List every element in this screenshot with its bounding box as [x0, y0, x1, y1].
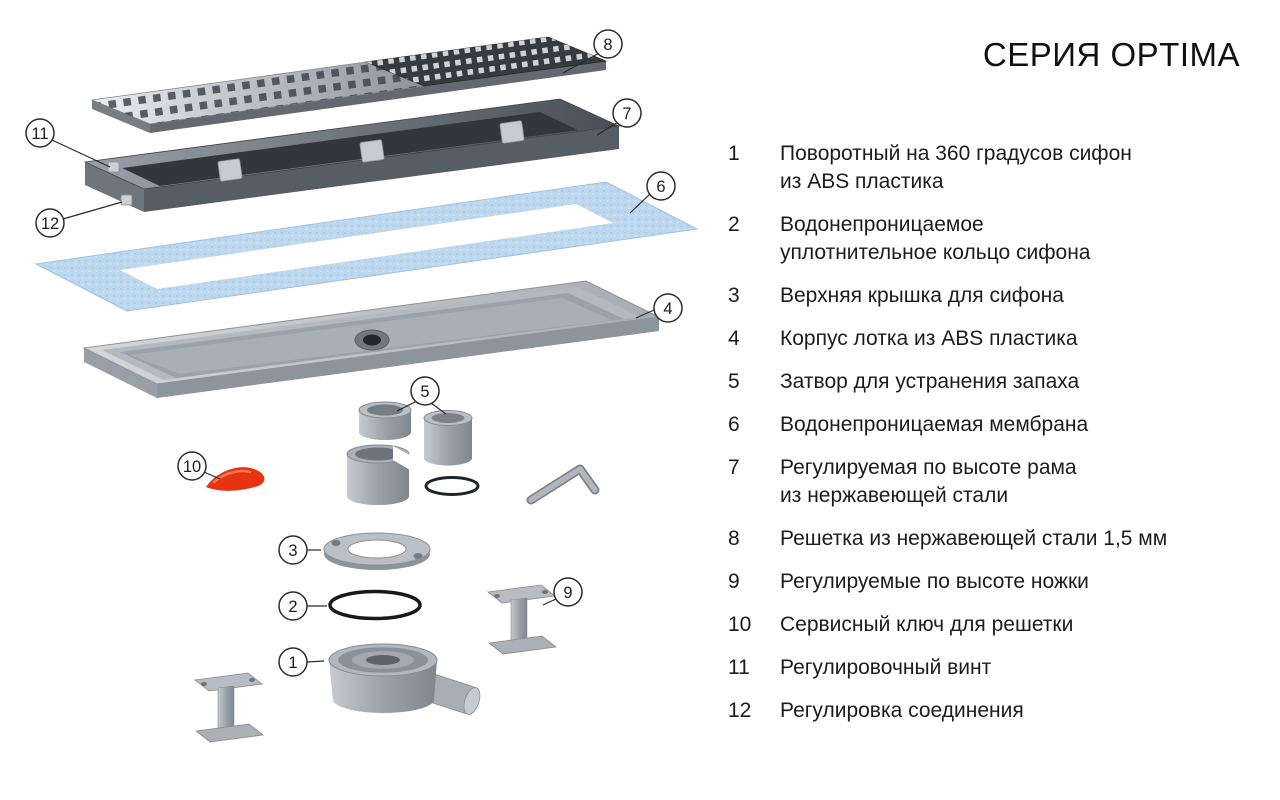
- legend-item: 11 Регулировочный винт: [728, 654, 1240, 682]
- allen-key: [526, 464, 600, 505]
- callout-4: 4: [653, 293, 683, 323]
- legend-item-text: Верхняя крышка для сифона: [780, 284, 1064, 307]
- legend-item-number: 3: [728, 284, 740, 307]
- callout-number: 6: [656, 178, 665, 196]
- legend-item-text: Водонепроницаемое уплотнительное кольцо …: [780, 213, 1091, 264]
- legend-item-text: Корпус лотка из ABS пластика: [780, 327, 1078, 350]
- legend-item-number: 8: [728, 527, 740, 550]
- frame-clips: [217, 120, 525, 182]
- legend-item: 1 Поворотный на 360 градусов сифон из AB…: [728, 140, 1240, 196]
- callout-number: 4: [663, 300, 672, 318]
- adjusting-screw: [107, 161, 120, 173]
- legend-item-text: Регулируемые по высоте ножки: [780, 570, 1089, 593]
- callout-number: 1: [288, 654, 297, 672]
- foot-left-part: [194, 672, 264, 743]
- legend-item-text: Решетка из нержавеющей стали 1,5 мм: [780, 527, 1168, 550]
- callout-number: 12: [41, 215, 59, 233]
- callout-10: 10: [177, 451, 207, 481]
- leader-lines: [51, 51, 655, 663]
- legend-item-number: 6: [728, 413, 740, 436]
- callout-number: 5: [420, 383, 429, 401]
- callout-5: 5: [410, 376, 440, 406]
- exploded-diagram: 8 7 11 12 6 4 5 10 3 2 9 1: [25, 29, 699, 743]
- legend-item-number: 2: [728, 213, 740, 236]
- legend-item: 3 Верхняя крышка для сифона: [728, 282, 1240, 310]
- legend-item: 8 Решетка из нержавеющей стали 1,5 мм: [728, 525, 1240, 553]
- callout-12: 12: [35, 208, 65, 238]
- callout-9: 9: [553, 577, 583, 607]
- cover-ring-part: [323, 532, 431, 570]
- page-title: СЕРИЯ OPTIMA: [982, 36, 1240, 73]
- legend-item-number: 12: [728, 699, 752, 722]
- o-ring-part: [328, 589, 422, 621]
- legend-item: 5 Затвор для устранения запаха: [728, 368, 1240, 396]
- callout-1: 1: [278, 647, 308, 677]
- callout-2: 2: [278, 591, 308, 621]
- info-panel: СЕРИЯ OPTIMA 1 Поворотный на 360 градусо…: [710, 0, 1280, 800]
- connection-adjuster: [120, 194, 133, 206]
- foot-right-part: [487, 584, 557, 655]
- frame-part: [83, 98, 621, 212]
- callout-3: 3: [278, 535, 308, 565]
- legend-item: 7 Регулируемая по высоте рама из нержаве…: [728, 454, 1240, 510]
- callout-number: 3: [288, 542, 297, 560]
- legend-item-number: 1: [728, 142, 740, 165]
- callout-7: 7: [612, 98, 642, 128]
- legend-item-text: Сервисный ключ для решетки: [780, 613, 1074, 636]
- odor-trap-parts: [346, 401, 480, 505]
- legend-item-number: 9: [728, 570, 740, 593]
- callout-8: 8: [593, 29, 623, 59]
- legend-item-number: 10: [728, 613, 752, 636]
- callout-number: 2: [288, 598, 297, 616]
- legend-item: 6 Водонепроницаемая мембрана: [728, 411, 1240, 439]
- legend-item: 4 Корпус лотка из ABS пластика: [728, 325, 1240, 353]
- legend-item-text: Водонепроницаемая мембрана: [780, 413, 1089, 436]
- legend-item-text: Регулируемая по высоте рама из нержавеющ…: [780, 456, 1077, 507]
- legend-item-number: 4: [728, 327, 740, 350]
- legend-item: 9 Регулируемые по высоте ножки: [728, 568, 1240, 596]
- callout-number: 10: [183, 458, 201, 476]
- legend-item: 2 Водонепроницаемое уплотнительное кольц…: [728, 211, 1240, 267]
- service-key: [206, 467, 265, 491]
- callout-number: 11: [31, 125, 48, 143]
- siphon-body-part: [328, 643, 481, 715]
- callout-6: 6: [646, 171, 676, 201]
- callout-number: 7: [622, 105, 631, 123]
- callout-11: 11: [25, 118, 55, 148]
- small-o-ring: [424, 476, 480, 496]
- legend-item: 12 Регулировка соединения: [728, 697, 1240, 725]
- grate-part: [90, 36, 608, 133]
- legend-list: 1 Поворотный на 360 градусов сифон из AB…: [728, 140, 1240, 725]
- legend-item-text: Регулировочный винт: [780, 656, 992, 679]
- legend-item-text: Затвор для устранения запаха: [780, 370, 1080, 393]
- legend-item-text: Регулировка соединения: [780, 699, 1024, 722]
- callout-number: 9: [563, 584, 572, 602]
- legend-item-text: Поворотный на 360 градусов сифон из ABS …: [780, 142, 1132, 193]
- legend-item-number: 11: [728, 656, 750, 679]
- legend-item: 10 Сервисный ключ для решетки: [728, 611, 1240, 639]
- tray-part: [82, 280, 661, 398]
- membrane-part: [34, 181, 699, 312]
- exploded-view-area: 8 7 11 12 6 4 5 10 3 2 9 1: [25, 29, 699, 743]
- callout-number: 8: [603, 36, 612, 54]
- legend-item-number: 7: [728, 456, 740, 479]
- legend-item-number: 5: [728, 370, 740, 393]
